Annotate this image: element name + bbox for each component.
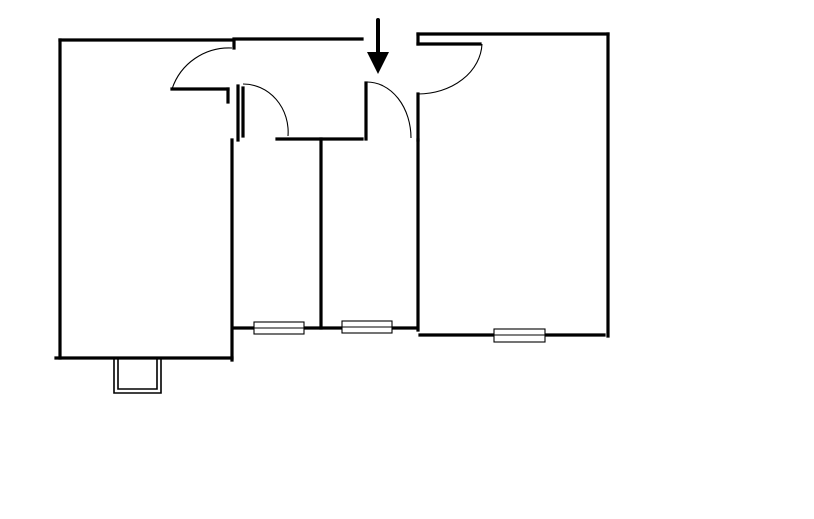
window-middle-right bbox=[341, 320, 393, 334]
middle-left-room bbox=[232, 84, 418, 330]
middle-left-door bbox=[242, 83, 289, 137]
bay-alcove bbox=[108, 357, 162, 394]
right-room-door bbox=[417, 43, 483, 95]
arrow-down-icon bbox=[367, 18, 389, 74]
middle-right-door bbox=[366, 81, 412, 139]
bay-outline bbox=[117, 358, 158, 390]
right-room bbox=[416, 32, 610, 338]
middle-right-room bbox=[364, 81, 420, 332]
left-room bbox=[54, 38, 236, 362]
left-room-door bbox=[171, 47, 233, 90]
bay-outline bbox=[108, 357, 162, 394]
window-right-room bbox=[493, 328, 546, 343]
window-middle-left bbox=[253, 321, 305, 335]
